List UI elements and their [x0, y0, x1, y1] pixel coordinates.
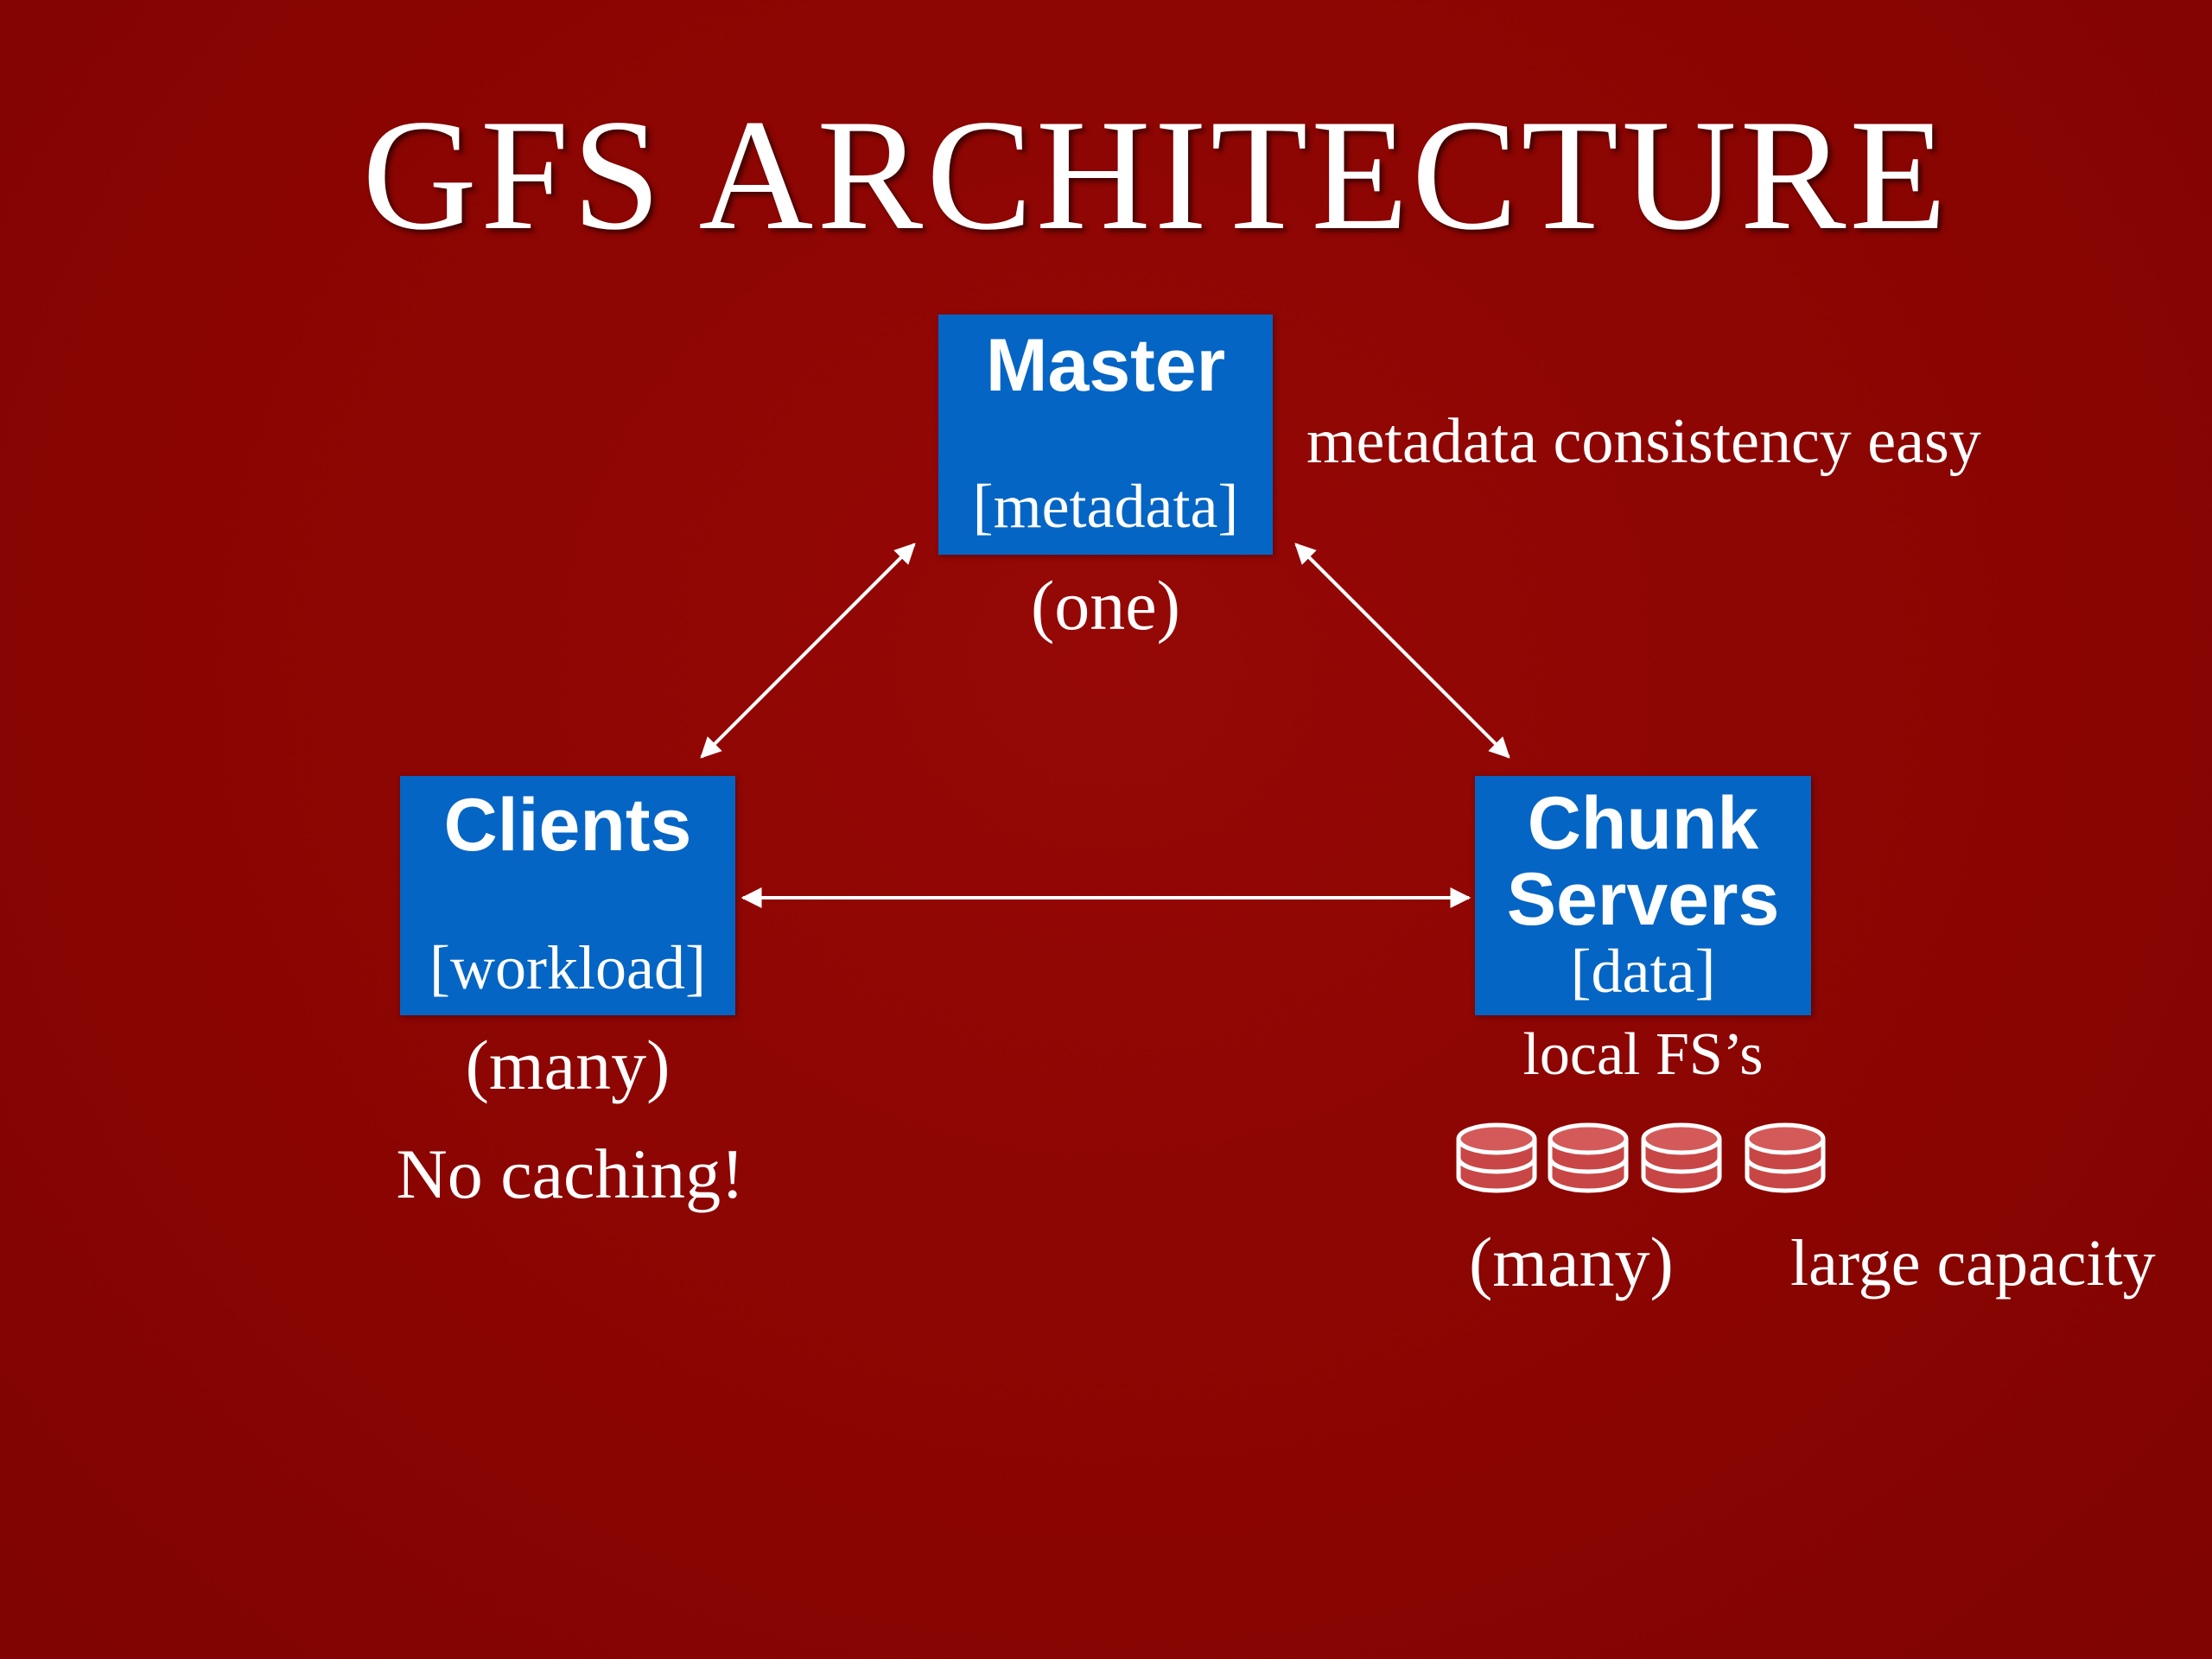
clients-box: Clients [workload] — [400, 776, 735, 1015]
disk-icon — [1548, 1122, 1629, 1193]
chunkservers-label-line2: Servers — [1506, 858, 1780, 941]
chunkservers-role: [data] — [1570, 937, 1716, 1006]
disk-icon — [1456, 1122, 1537, 1193]
clients-role: [workload] — [429, 933, 706, 1002]
disk-stack-icon — [1456, 1122, 1826, 1193]
clients-note: No caching! — [396, 1135, 745, 1213]
chunkservers-label-line1: Chunk — [1527, 782, 1759, 865]
master-count: (one) — [1030, 566, 1180, 645]
slide-title: GFS Architecture — [362, 86, 1950, 263]
master-role: [metadata] — [972, 472, 1239, 541]
disk-icon — [1641, 1122, 1722, 1193]
master-note: metadata consistency easy — [1306, 406, 1981, 477]
master-box: Master [metadata] — [938, 315, 1273, 555]
chunkservers-box: Chunk Servers [data] — [1475, 776, 1811, 1015]
arrow-master-clients — [700, 543, 916, 759]
chunkservers-storage: local FS’s — [1522, 1021, 1764, 1088]
arrow-master-chunkservers — [1294, 543, 1510, 759]
clients-count: (many) — [465, 1026, 671, 1104]
master-label: Master — [985, 324, 1226, 407]
clients-label: Clients — [443, 784, 692, 867]
chunkservers-note: large capacity — [1790, 1227, 2156, 1300]
chunkservers-count: (many) — [1469, 1223, 1674, 1301]
disk-icon — [1745, 1122, 1826, 1193]
